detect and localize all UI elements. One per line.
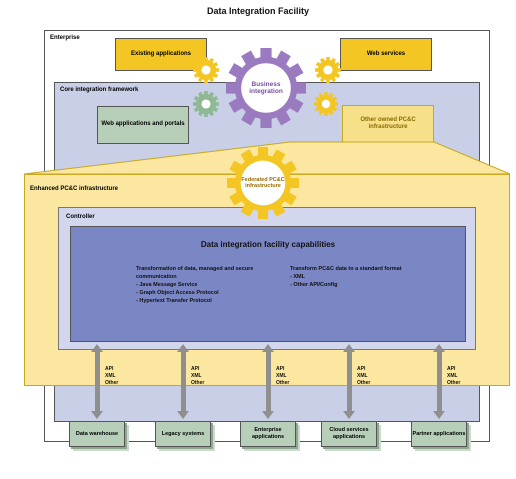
arrow-head-down [177, 411, 189, 419]
capability-item: - Java Message Service [136, 282, 198, 288]
federated-gear-label: Federated PC&C infrastructure [241, 177, 285, 189]
capabilities-box [70, 226, 466, 342]
protocol-label: XML [357, 373, 368, 379]
protocol-label: API [276, 366, 285, 372]
arrow-head-down [343, 411, 355, 419]
protocol-label: Other [357, 380, 371, 386]
web-apps-box: Web applications and portals [97, 106, 189, 144]
capabilities-title: Data integration facility capabilities [200, 240, 336, 249]
capability-item: - Other API/Config [290, 282, 338, 288]
arrow-shaft [94, 352, 100, 411]
arrow-head-up [343, 344, 355, 352]
app-box: Partner applications [411, 421, 467, 447]
enhanced-infra-label: Enhanced PC&C infrastructure [30, 186, 119, 192]
arrow-shaft [346, 352, 352, 411]
protocol-label: Other [447, 380, 461, 386]
capabilities-right: Transform PC&C data to a standard format… [290, 265, 410, 289]
arrow-shaft [436, 352, 442, 411]
capabilities-left: Transformation of data, managed and secu… [136, 265, 276, 305]
other-infra-box: Other owned PC&C infrastructure [342, 105, 434, 143]
protocol-label: API [447, 366, 456, 372]
protocol-label: Other [276, 380, 290, 386]
small-gear-icon [314, 92, 338, 116]
small-gear-icon [193, 91, 219, 117]
arrow-head-down [433, 411, 445, 419]
capability-item: - Hypertext Transfer Protocol [136, 298, 212, 304]
capabilities-right-intro: Transform PC&C data to a standard format [290, 266, 402, 272]
protocol-label: XML [105, 373, 116, 379]
business-gear-icon [226, 48, 306, 128]
capabilities-left-intro: Transformation of data, managed and secu… [136, 266, 254, 280]
protocol-label: Other [191, 380, 205, 386]
arrow-shaft [180, 352, 186, 411]
controller-label: Controller [66, 214, 95, 220]
page-title: Data Integration Facility [206, 6, 310, 16]
app-box: Legacy systems [155, 421, 211, 447]
arrow-head-up [177, 344, 189, 352]
protocol-label: XML [191, 373, 202, 379]
protocol-label: API [191, 366, 200, 372]
protocol-label: XML [276, 373, 287, 379]
arrow-head-up [262, 344, 274, 352]
existing-apps-box: Existing applications [115, 38, 207, 71]
protocol-label: API [105, 366, 114, 372]
small-gear-icon [193, 57, 219, 83]
app-box: Enterprise applications [240, 421, 296, 447]
arrow-head-down [91, 411, 103, 419]
arrow-head-up [433, 344, 445, 352]
core-framework-label: Core integration framework [60, 87, 139, 93]
capability-item: - XML [290, 274, 305, 280]
business-gear-label: Business integration [249, 81, 283, 95]
small-gear-icon [315, 57, 341, 83]
protocol-label: XML [447, 373, 458, 379]
enterprise-label: Enterprise [50, 35, 80, 41]
protocol-label: API [357, 366, 366, 372]
federated-gear-icon [227, 147, 299, 219]
arrow-head-up [91, 344, 103, 352]
capability-item: - Graph Object Access Protocol [136, 290, 219, 296]
arrow-shaft [265, 352, 271, 411]
app-box: Data warehouse [69, 421, 125, 447]
protocol-label: Other [105, 380, 119, 386]
app-box: Cloud services applications [321, 421, 377, 447]
web-services-box: Web services [340, 38, 432, 71]
arrow-head-down [262, 411, 274, 419]
